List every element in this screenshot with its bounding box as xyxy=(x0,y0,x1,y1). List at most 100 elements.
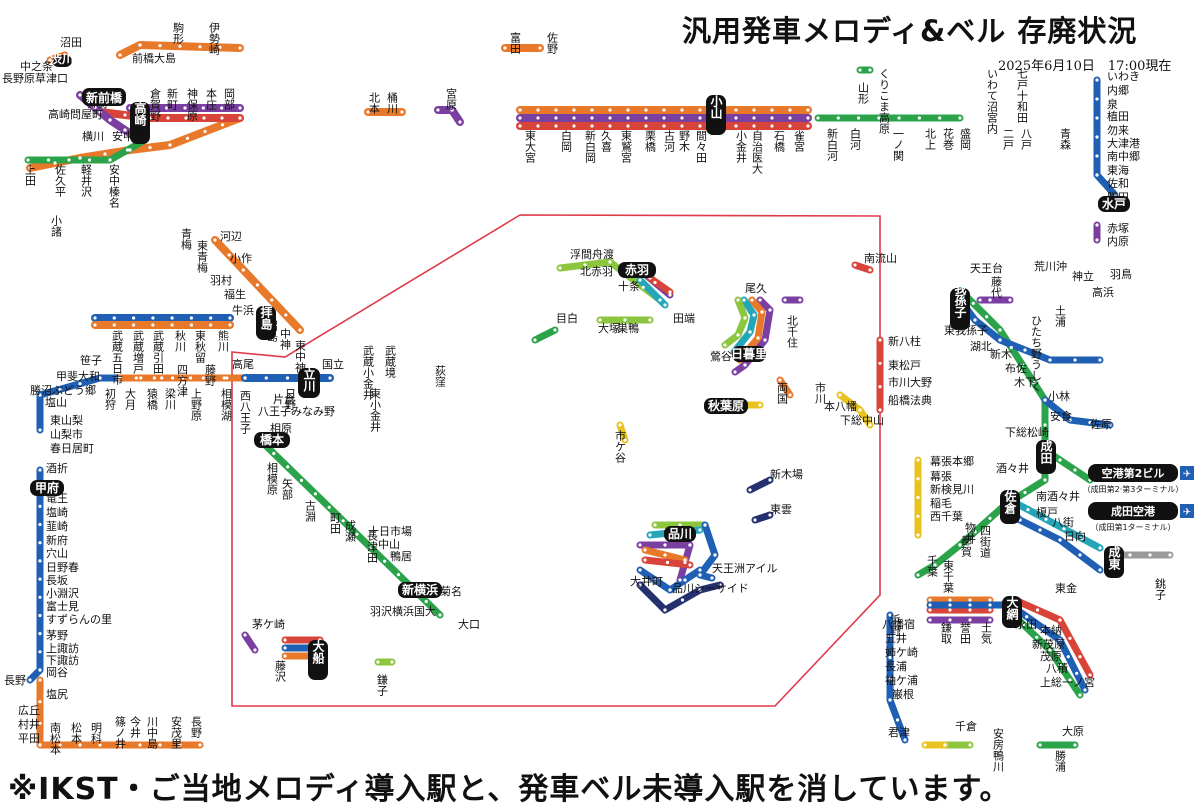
station-dot xyxy=(916,495,920,500)
station-dots xyxy=(26,43,1172,747)
station-label: 岡部 xyxy=(223,88,236,110)
station-label: 西八王子 xyxy=(239,390,252,434)
station-dot xyxy=(283,638,287,642)
station-dot xyxy=(170,323,174,327)
hub-badge xyxy=(732,346,766,362)
station-label: 四方津 xyxy=(176,364,189,397)
hub-badge xyxy=(52,55,72,67)
station-label: 花巻 xyxy=(942,128,955,150)
station-dot xyxy=(201,376,205,380)
station-dot xyxy=(355,532,359,536)
station-dot xyxy=(968,603,972,607)
station-dot xyxy=(189,316,193,320)
station-dot xyxy=(626,108,630,112)
station-label: 安中榛名 xyxy=(108,163,121,208)
station-label: 盛岡 xyxy=(959,127,972,151)
station-dot xyxy=(618,423,622,427)
station-label: 今井 xyxy=(129,715,142,739)
station-dot xyxy=(46,158,51,162)
station-label: 袖ケ浦 xyxy=(885,673,918,687)
station-dot xyxy=(758,403,762,407)
station-label: 勝沼ぶどう郷 xyxy=(30,383,96,397)
airport-boxes: ✈空港第2ビル（成田第2·第3ターミナル）✈成田空港（成田第1ターミナル） xyxy=(1083,464,1194,532)
hub-shibukawa: 渋川 xyxy=(50,51,74,67)
station-dot xyxy=(238,106,242,110)
station-label: 穴山 xyxy=(46,546,68,560)
station-dot xyxy=(1062,527,1066,531)
station-dot xyxy=(103,152,107,156)
station-dot xyxy=(806,108,810,112)
station-label: 古淵 xyxy=(304,500,317,523)
page-title: 汎用発車メロディ&ベル 存廃状況 xyxy=(682,14,1138,48)
station-dot xyxy=(1098,358,1102,362)
station-dot xyxy=(662,108,666,112)
station-dot xyxy=(400,110,404,114)
station-dot xyxy=(1023,348,1027,352)
station-dot xyxy=(973,318,977,322)
station-label: 篠ノ井 xyxy=(114,715,127,750)
station-label: 富士見 xyxy=(46,599,79,613)
station-label: 沼田 xyxy=(60,35,82,49)
station-label: 南酒々井 xyxy=(1036,489,1080,503)
hub-label: 成東 xyxy=(1107,545,1121,571)
station-label: 塩崎 xyxy=(46,505,68,519)
hub-mito: 水戸 xyxy=(1098,196,1130,212)
station-dot xyxy=(836,116,840,120)
tokyo-area-outline xyxy=(231,214,881,707)
station-label: 間々田 xyxy=(695,130,708,163)
station-dot xyxy=(653,523,657,527)
station-label: 南流山 xyxy=(864,251,897,265)
hub-badge xyxy=(950,288,970,330)
airport-badge xyxy=(1088,464,1178,482)
station-dot xyxy=(1009,345,1013,350)
station-dot xyxy=(1025,615,1029,619)
station-dot xyxy=(38,613,42,618)
airport-sublabel: （成田第1ターミナル） xyxy=(1090,522,1175,532)
station-dot xyxy=(158,44,162,48)
station-dot xyxy=(1068,678,1072,682)
station-dot xyxy=(663,608,667,612)
station-label: 中之条 xyxy=(20,59,53,73)
station-dot xyxy=(638,568,642,572)
station-dot xyxy=(868,423,872,427)
station-label: 北上 xyxy=(924,128,937,150)
station-label: 塩山 xyxy=(45,395,67,409)
station-dot xyxy=(366,110,370,114)
station-dot xyxy=(723,343,727,347)
station-label: いわき xyxy=(1107,70,1140,83)
station-dot xyxy=(538,46,542,50)
hub-label: 成田 xyxy=(1039,439,1053,465)
station-dot xyxy=(698,124,702,128)
station-label: 鶯谷 xyxy=(710,349,732,363)
station-dot xyxy=(698,108,702,112)
station-dot xyxy=(198,45,202,49)
station-label: 酒折 xyxy=(46,461,68,475)
station-dot xyxy=(170,376,175,380)
rail-line xyxy=(26,466,44,684)
station-dot xyxy=(733,370,737,374)
station-labels: 沼田中之条長野原草津口井野高崎問屋町横川安中上田佐久平軽井沢安中榛名小諸駒形伊勢… xyxy=(2,22,1167,773)
station-label: 銚子 xyxy=(1154,577,1167,600)
station-dot xyxy=(87,158,92,162)
station-dot xyxy=(928,608,932,612)
station-dot xyxy=(112,316,116,320)
station-dot xyxy=(424,599,428,604)
station-dot xyxy=(1095,97,1099,101)
station-label: 安房鴨川 xyxy=(992,727,1005,772)
station-dot xyxy=(286,465,290,469)
rail-line xyxy=(851,261,874,274)
station-dot xyxy=(608,108,612,112)
station-dot xyxy=(243,376,247,380)
station-label: 東松戸 xyxy=(888,358,921,372)
station-dot xyxy=(189,323,193,327)
station-dot xyxy=(298,328,302,332)
station-dot xyxy=(903,738,907,742)
station-dot xyxy=(218,45,222,50)
station-label: 藤野 xyxy=(204,364,217,386)
station-label: 桶川 xyxy=(386,91,399,114)
hub-label: 橋本 xyxy=(260,432,284,447)
station-label: 榎戸 xyxy=(1036,505,1058,519)
airport-label: 成田空港 xyxy=(1111,504,1156,518)
station-dot xyxy=(638,543,642,547)
station-dot xyxy=(877,116,881,120)
